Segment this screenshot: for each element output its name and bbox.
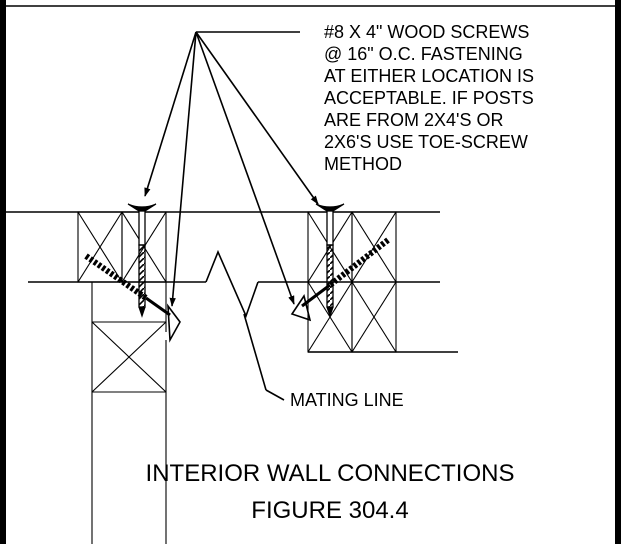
mating-line-leader: [243, 313, 285, 401]
note-line: 2X6'S USE TOE-SCREW: [324, 132, 528, 152]
mating-line-label: MATING LINE: [290, 390, 404, 410]
note-line: AT EITHER LOCATION IS: [324, 66, 534, 86]
right-toe-screw: [290, 237, 390, 322]
left-toe-screw: [84, 253, 181, 343]
note-line: #8 X 4" WOOD SCREWS: [324, 22, 529, 42]
left-top-plate-block: [77, 211, 167, 283]
note-line: ACCEPTABLE. IF POSTS: [324, 88, 534, 108]
screw-note: #8 X 4" WOOD SCREWS @ 16" O.C. FASTENING…: [324, 22, 534, 174]
note-leaders: [144, 31, 319, 307]
right-vertical-screw: [315, 203, 345, 318]
note-line: METHOD: [324, 154, 402, 174]
left-lower-stud-column: [91, 282, 167, 544]
note-line: ARE FROM 2X4'S OR: [324, 110, 503, 130]
note-line: @ 16" O.C. FASTENING: [324, 44, 523, 64]
mating-line-break: [205, 249, 259, 319]
figure-title: INTERIOR WALL CONNECTIONS: [146, 460, 515, 487]
figure-number: FIGURE 304.4: [251, 497, 408, 524]
left-vertical-screw: [127, 203, 157, 318]
